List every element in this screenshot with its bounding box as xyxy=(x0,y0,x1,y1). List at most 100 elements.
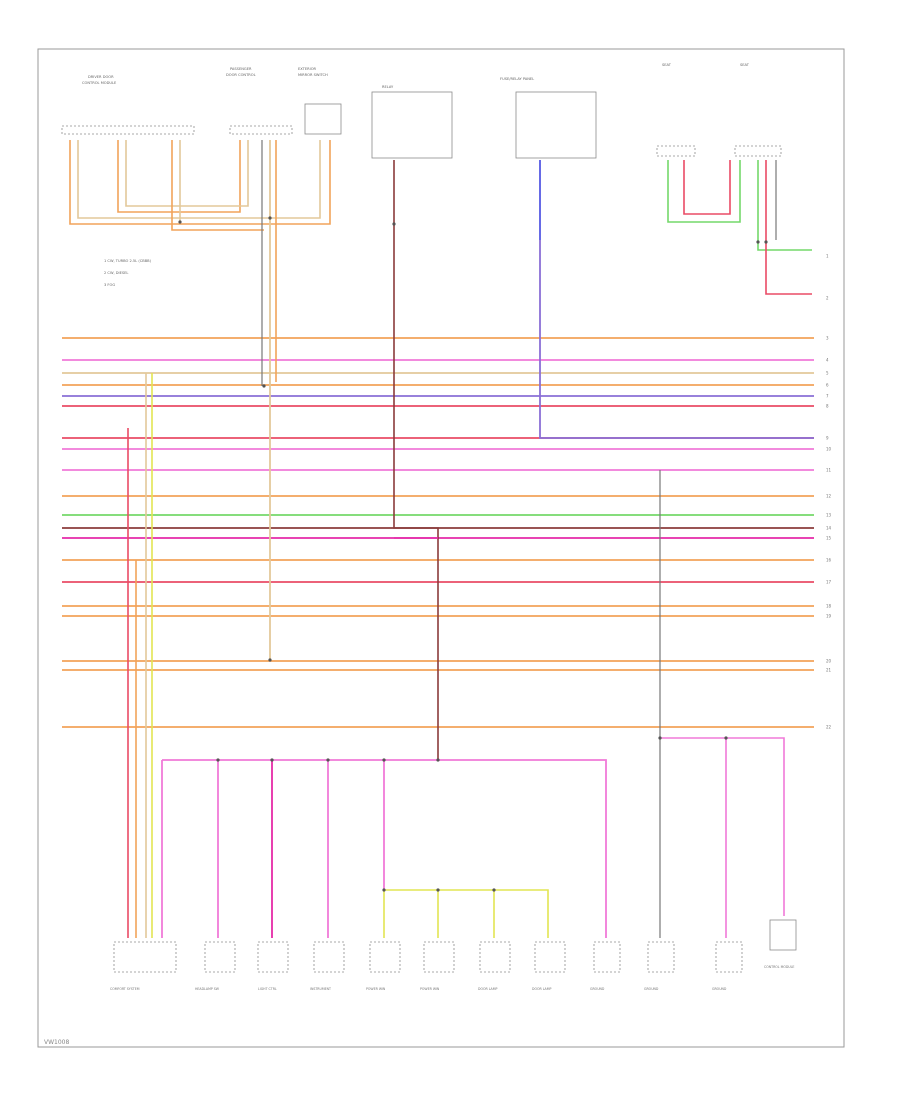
splice-node-8 xyxy=(326,758,330,762)
diagram-code: VW1008 xyxy=(44,1039,69,1046)
label-mirror: EXTERIOR xyxy=(298,67,317,71)
splice-node-1 xyxy=(178,220,182,224)
connector-pin-label: 6 xyxy=(826,383,829,388)
connector-pin-label: 17 xyxy=(826,580,832,585)
splice-node-14 xyxy=(658,736,662,740)
splice-node-3 xyxy=(262,384,266,388)
seat-right-green xyxy=(757,160,812,251)
connector-pin-label: 11 xyxy=(826,468,832,473)
label-relay-2: FUSE/RELAY PANEL xyxy=(500,77,534,81)
splice-node-4 xyxy=(268,658,272,662)
seat-left-green xyxy=(667,160,741,223)
label-dl1: DOOR LAMP xyxy=(478,987,497,991)
splice-node-15 xyxy=(724,736,728,740)
label-g2: GROUND xyxy=(644,987,659,991)
seat-right-red xyxy=(765,160,812,295)
label-pm1: POWER WIN xyxy=(366,987,386,991)
label-seat-left: SEAT xyxy=(662,63,672,67)
splice-node-10 xyxy=(216,758,220,762)
splice-nodes xyxy=(178,216,768,892)
label-ic: INSTRUMENT xyxy=(310,987,331,991)
top-components: DRIVER DOOR CONTROL MODULE PASSENGER DOO… xyxy=(61,63,782,159)
splice-node-13 xyxy=(492,888,496,892)
label-pass-door: PASSENGER xyxy=(230,67,252,71)
label-hls: HEADLAMP SW xyxy=(195,987,220,991)
connector-pin-label: 7 xyxy=(826,394,829,399)
bottom-components: COMFORT SYSTEM HEADLAMP SW LIGHT CTRL IN… xyxy=(110,919,797,991)
connector-pin-label: 2 xyxy=(826,296,829,301)
component-ground-3 xyxy=(715,941,743,973)
wires xyxy=(62,140,814,938)
splice-node-12 xyxy=(436,888,440,892)
label-lm: LIGHT CTRL xyxy=(258,987,277,991)
connector-pin-label: 3 xyxy=(826,336,829,341)
label-driver-door: DRIVER DOOR xyxy=(88,75,114,79)
connector-pin-label: 20 xyxy=(826,659,832,664)
splice-node-7 xyxy=(382,758,386,762)
connector-pin-label: 13 xyxy=(826,513,832,518)
relay1-output xyxy=(393,160,439,760)
splice-node-11 xyxy=(382,888,386,892)
connector-pin-label: 5 xyxy=(826,371,829,376)
legend-item-2: 2 CW, DIESEL xyxy=(104,271,128,275)
connector-pin-label: 4 xyxy=(826,358,829,363)
connector-pin-label: 1 xyxy=(826,254,829,259)
legend: 1 CW, TURBO 2.5L (CBBB) 2 CW, DIESEL 3 F… xyxy=(104,259,152,287)
relay2-output xyxy=(539,160,814,439)
connector-pin-label: 21 xyxy=(826,668,832,673)
splice-node-17 xyxy=(764,240,768,244)
connector-pin-label: 22 xyxy=(826,725,832,730)
label-g3: GROUND xyxy=(712,987,727,991)
label-comfort: CONTROL MODULE xyxy=(764,965,794,969)
seat-left-red xyxy=(683,160,731,215)
connector-pin-label: 15 xyxy=(826,536,832,541)
component-body-control-module xyxy=(113,941,177,973)
component-comfort-module xyxy=(769,919,797,951)
component-passenger-door-module xyxy=(229,125,293,135)
harness-driver-2 xyxy=(77,140,321,219)
component-power-module-2 xyxy=(423,941,455,973)
label-driver-door-2: CONTROL MODULE xyxy=(82,81,117,85)
label-relay-1: RELAY xyxy=(382,85,394,89)
component-door-lamp-1 xyxy=(479,941,511,973)
legend-item-1: 1 CW, TURBO 2.5L (CBBB) xyxy=(104,259,152,263)
splice-node-9 xyxy=(270,758,274,762)
component-door-lamp-2 xyxy=(534,941,566,973)
legend-item-3: 3 FOG xyxy=(104,283,115,287)
label-seat-right: SEAT xyxy=(740,63,750,67)
connector-pin-label: 8 xyxy=(826,404,829,409)
connector-pin-label: 16 xyxy=(826,558,832,563)
component-power-module-1 xyxy=(369,941,401,973)
label-pass-door-2: DOOR CONTROL xyxy=(226,73,256,77)
splice-node-5 xyxy=(392,222,396,226)
label-g1: GROUND xyxy=(590,987,605,991)
splice-node-6 xyxy=(436,758,440,762)
drop-ground-2 xyxy=(660,737,785,916)
splice-node-16 xyxy=(756,240,760,244)
component-seat-module-left xyxy=(656,145,696,157)
component-relay-2 xyxy=(515,91,597,159)
connector-pin-label: 9 xyxy=(826,436,829,441)
label-mirror-2: MIRROR SWITCH xyxy=(298,73,328,77)
harness-driver-1 xyxy=(69,140,331,225)
label-dl2: DOOR LAMP xyxy=(532,987,551,991)
harness-driver-4 xyxy=(125,140,249,207)
splice-node-2 xyxy=(268,216,272,220)
connector-pin-label: 14 xyxy=(826,526,832,531)
component-headlamp-switch xyxy=(204,941,236,973)
bottom-yellow-bus xyxy=(384,889,549,938)
component-light-module xyxy=(257,941,289,973)
connector-pin-label: 18 xyxy=(826,604,832,609)
component-ground-2 xyxy=(647,941,675,973)
harness-driver-5 xyxy=(171,140,264,231)
harness-driver-3 xyxy=(117,140,241,213)
label-pm2: POWER WIN xyxy=(420,987,440,991)
component-relay-1 xyxy=(371,91,453,159)
connector-pin-label: 10 xyxy=(826,447,832,452)
connector-pin-label: 19 xyxy=(826,614,832,619)
label-bcm: COMFORT SYSTEM xyxy=(110,987,140,991)
component-driver-door-module xyxy=(61,125,195,135)
component-ground-1 xyxy=(593,941,621,973)
component-instrument-cluster xyxy=(313,941,345,973)
